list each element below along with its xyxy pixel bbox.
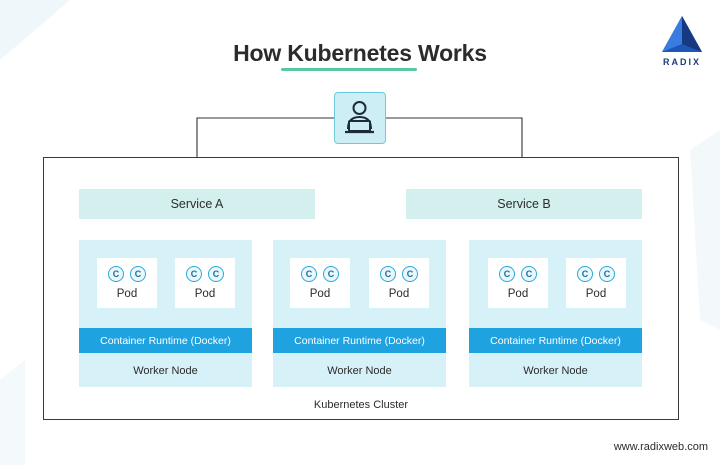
worker-node-label: Worker Node (133, 365, 198, 377)
footer-url: www.radixweb.com (613, 441, 708, 453)
user-box (334, 92, 386, 144)
pod: C C Pod (175, 258, 235, 308)
container-icon: C (301, 266, 317, 282)
container-icon: C (323, 266, 339, 282)
title-underline (281, 68, 417, 71)
container-icon: C (186, 266, 202, 282)
container-icon: C (108, 266, 124, 282)
service-a: Service A (79, 189, 315, 219)
pod-label: Pod (585, 288, 607, 300)
page-title: How Kubernetes Works (233, 40, 487, 66)
logo-text: RADIX (662, 57, 701, 67)
radix-pyramid-logo-icon (662, 16, 702, 52)
container-icon: C (380, 266, 396, 282)
worker-node-label: Worker Node (523, 365, 588, 377)
container-icon: C (599, 266, 615, 282)
pod: C C Pod (97, 258, 157, 308)
container-icon: C (130, 266, 146, 282)
container-runtime: Container Runtime (Docker) (273, 328, 446, 353)
worker-node-label: Worker Node (327, 365, 392, 377)
user-laptop-icon (345, 101, 374, 134)
cluster-label: Kubernetes Cluster (313, 399, 409, 411)
container-icon: C (577, 266, 593, 282)
pod-label: Pod (507, 288, 529, 300)
container-icon: C (521, 266, 537, 282)
service-b: Service B (406, 189, 642, 219)
pod-label: Pod (116, 288, 138, 300)
container-icon: C (499, 266, 515, 282)
pod-label: Pod (388, 288, 410, 300)
container-runtime: Container Runtime (Docker) (79, 328, 252, 353)
pod: C C Pod (488, 258, 548, 308)
pod-label: Pod (194, 288, 216, 300)
pod: C C Pod (369, 258, 429, 308)
container-icon: C (402, 266, 418, 282)
pod: C C Pod (290, 258, 350, 308)
pod: C C Pod (566, 258, 626, 308)
pod-label: Pod (309, 288, 331, 300)
container-icon: C (208, 266, 224, 282)
container-runtime: Container Runtime (Docker) (469, 328, 642, 353)
